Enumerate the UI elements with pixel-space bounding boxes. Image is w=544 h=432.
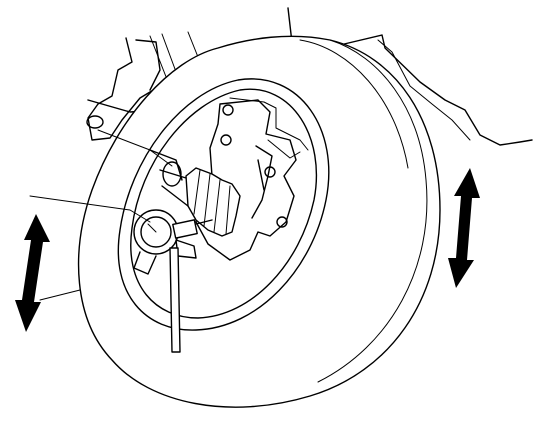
leader-line-3 [39,289,81,301]
cv-boot-ribs [193,169,231,235]
bolt-4 [276,216,288,228]
left-runout-arrow-icon [15,214,50,332]
rim-inner [130,88,318,319]
fender-inner-line [377,39,471,141]
mount-hole [86,115,104,129]
brake-line [229,97,309,159]
cv-boot [185,167,241,237]
dial-probe [195,219,213,225]
right-runout-arrow-icon [448,168,480,288]
shaft-end [162,161,182,187]
stand-rod [169,247,181,353]
bolt-1 [222,104,234,116]
dial-stem [172,219,198,239]
dial-indicator-face [140,216,172,248]
bolt-2 [220,134,232,146]
tire-tread-line [317,39,428,383]
drive-shaft [149,149,189,207]
caliper [251,145,273,219]
tire-shoulder-line [299,39,409,169]
leader-line-2 [97,129,173,167]
leader-line-1 [29,195,151,223]
dial-needle [147,223,157,233]
